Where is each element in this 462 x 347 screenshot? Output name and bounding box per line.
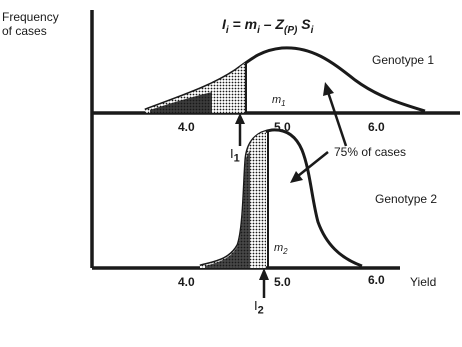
tick-top-6: 6.0 [368, 120, 385, 134]
arrow-75-lower-head [290, 171, 303, 183]
y-axis-label: Frequency of cases [2, 10, 59, 38]
mean-label-genotype-2: m2 [274, 242, 288, 257]
tick-bottom-5: 5.0 [274, 275, 291, 289]
cutoff-label-i1: I1 [230, 146, 240, 165]
tick-top-4: 4.0 [178, 120, 195, 134]
arrow-75-upper-shaft [326, 91, 348, 147]
tick-bottom-6: 6.0 [368, 273, 385, 287]
arrow-i1-head [235, 113, 245, 124]
x-axis-label: Yield [410, 275, 437, 289]
dark-tail-edge-genotype-2 [205, 150, 250, 268]
dark-tail-edge-genotype-1 [150, 92, 212, 113]
genotype-1-label: Genotype 1 [372, 53, 435, 67]
curve-genotype-1 [144, 46, 426, 113]
shaded-tail-genotype-1 [145, 62, 246, 113]
arrow-75-upper-head [323, 82, 334, 96]
percent-of-cases-label: 75% of cases [334, 145, 407, 159]
mean-label-genotype-1: m1 [272, 94, 286, 109]
tick-top-5: 5.0 [274, 120, 291, 134]
tick-bottom-4: 4.0 [178, 275, 195, 289]
genotype-2-label: Genotype 2 [375, 192, 438, 206]
cutoff-label-i2: I2 [254, 298, 264, 317]
arrow-i2-head [259, 268, 269, 280]
formula: Ii = mi – Z(P) Si [222, 16, 314, 36]
arrow-75-lower-shaft [297, 151, 329, 177]
